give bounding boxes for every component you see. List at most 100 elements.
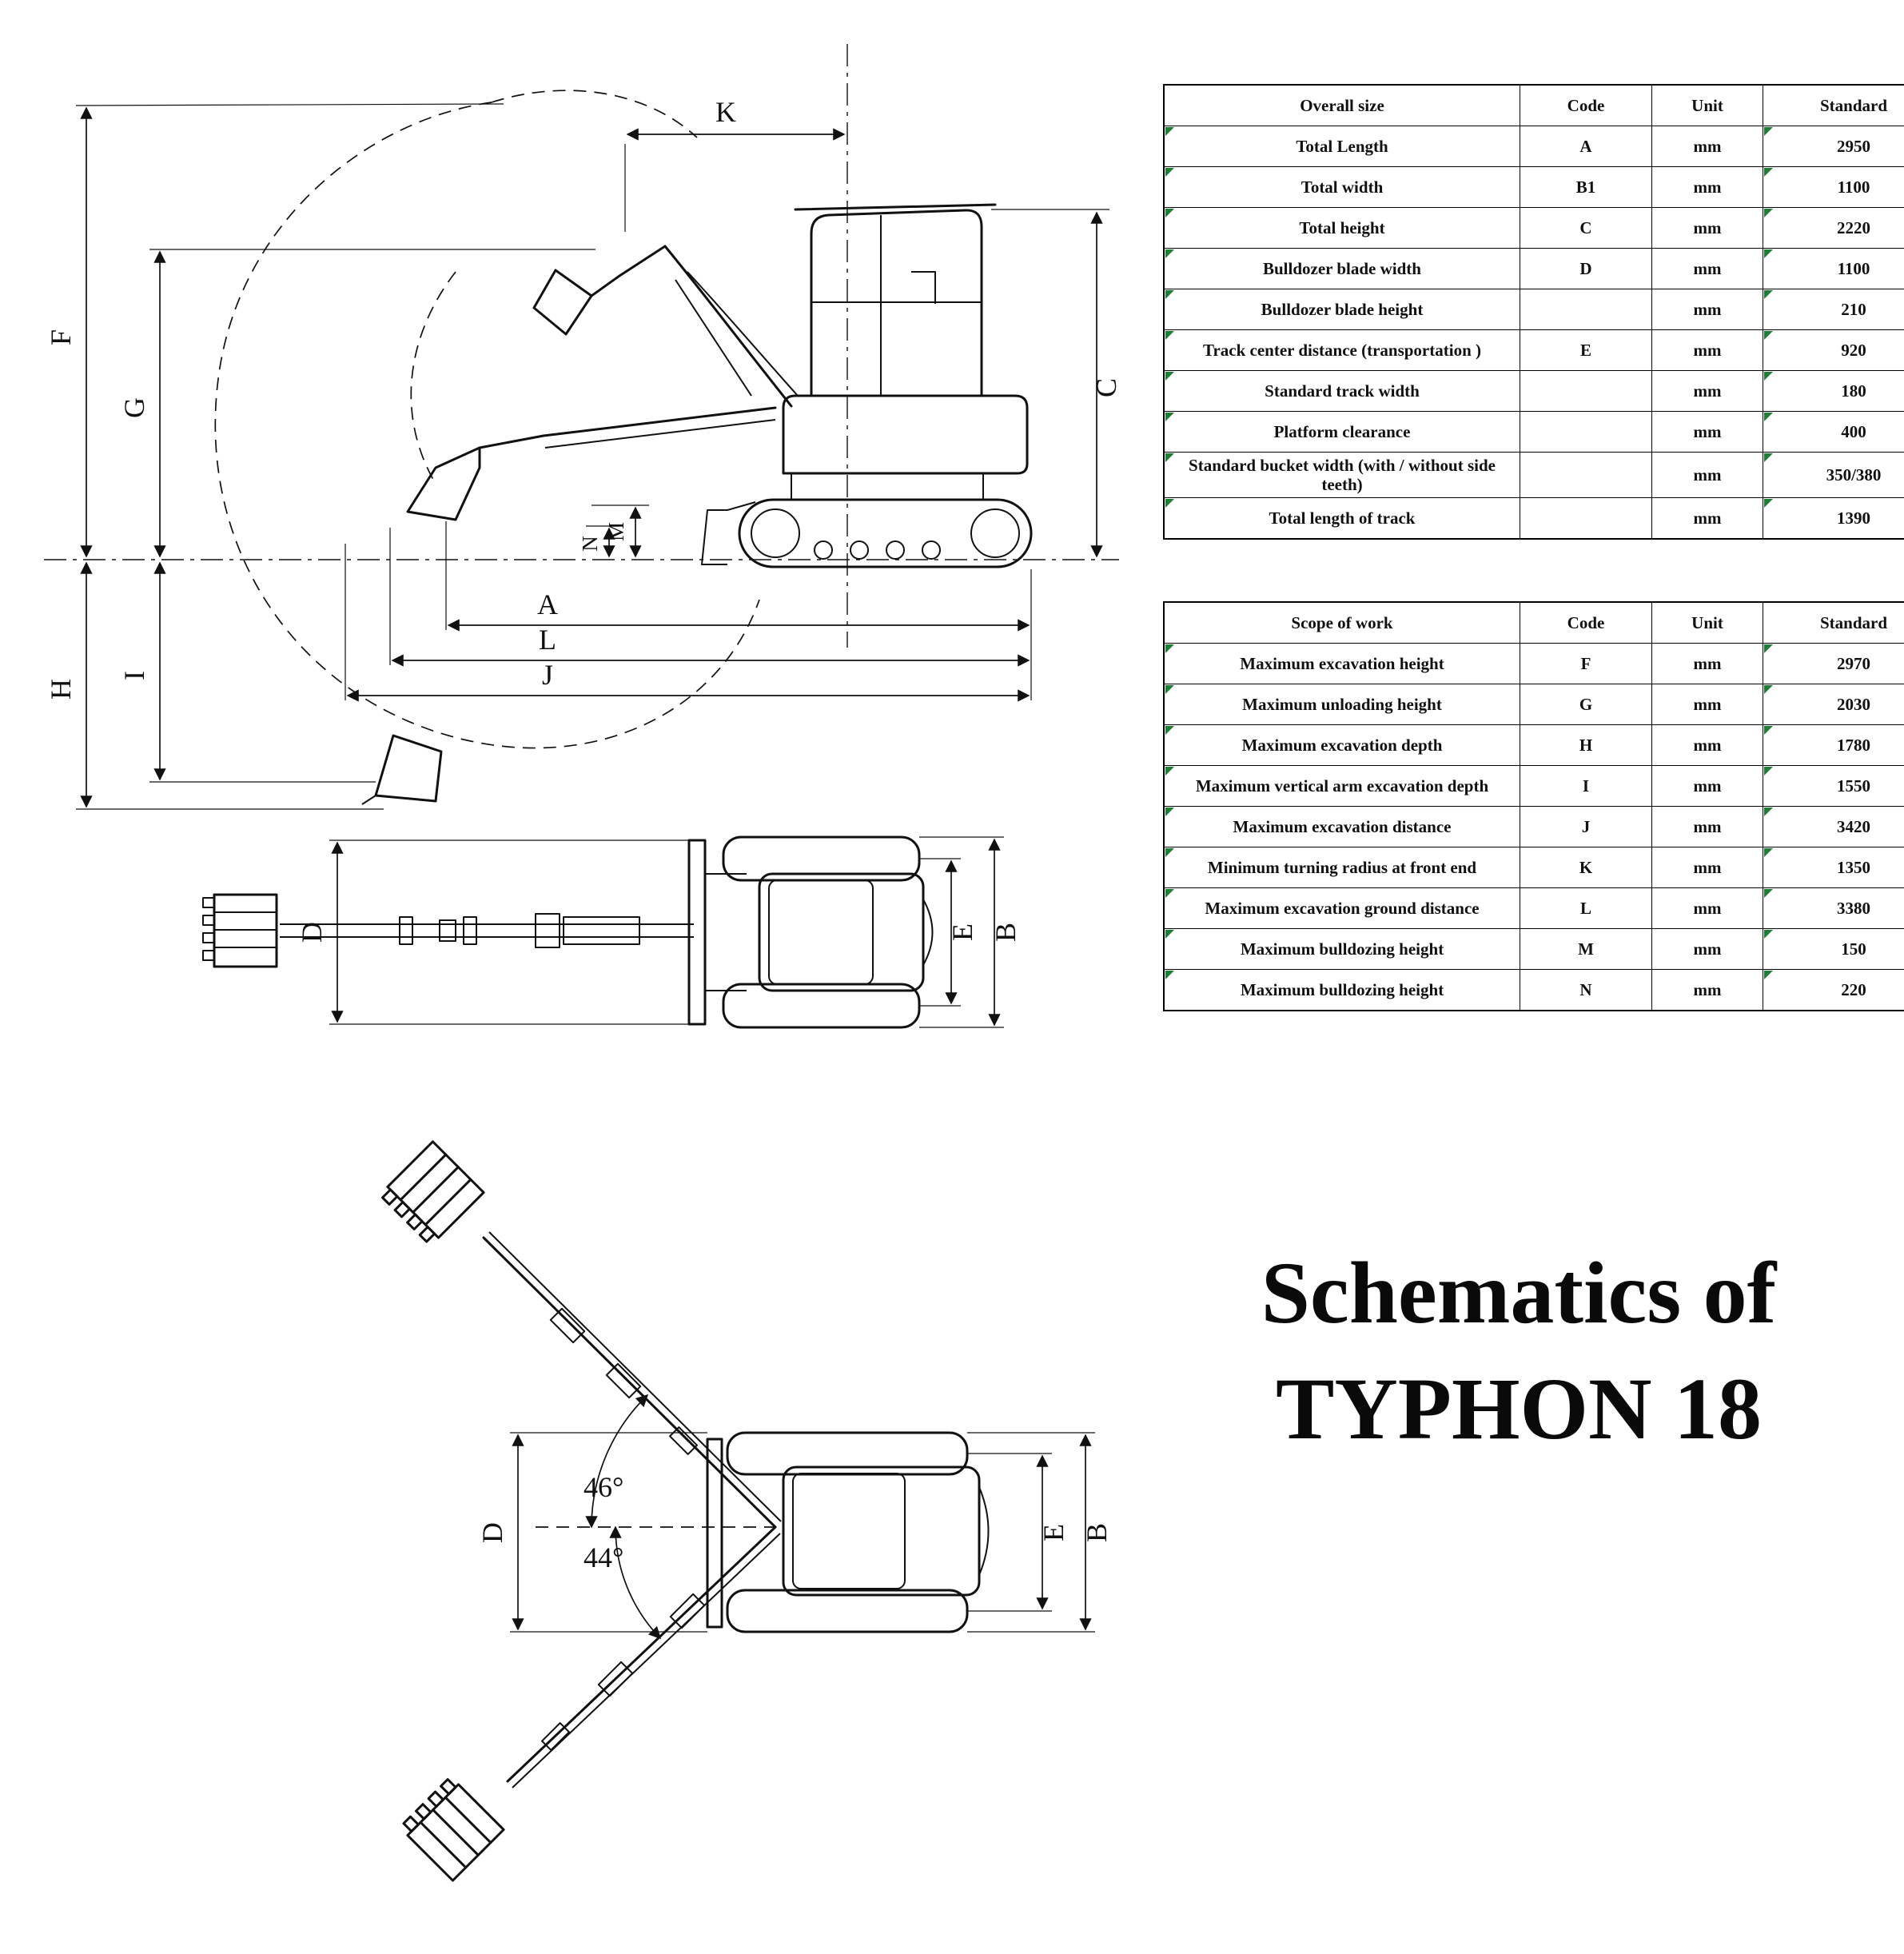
table-cell: 1100	[1763, 166, 1904, 208]
dim-label-m: M	[604, 522, 628, 541]
table-cell: mm	[1651, 207, 1763, 249]
table-cell: Total Length	[1163, 126, 1520, 167]
table-cell: D	[1520, 248, 1652, 289]
upper-bucket	[381, 1140, 485, 1243]
table-cell: L	[1520, 887, 1652, 929]
column-header: Overall size	[1163, 84, 1520, 126]
dim-label-k: K	[715, 96, 736, 128]
table-cell: I	[1520, 765, 1652, 807]
table-cell: 2220	[1763, 207, 1904, 249]
table-cell: H	[1520, 724, 1652, 766]
dim-label-d: D	[296, 922, 328, 943]
swing-view-drawing: 46° 44° D E B	[381, 1140, 1113, 1882]
table-cell: 3380	[1763, 887, 1904, 929]
dim-label-i: I	[118, 671, 150, 680]
dim-label-h: H	[45, 679, 77, 700]
column-header: Unit	[1651, 84, 1763, 126]
top-view-dimensions: D E B	[296, 836, 1022, 1028]
table-cell: mm	[1651, 765, 1763, 807]
column-header: Code	[1520, 601, 1652, 644]
dim-label-j: J	[542, 659, 553, 691]
table-cell: Maximum excavation distance	[1163, 806, 1520, 847]
table-cell: Total height	[1163, 207, 1520, 249]
table-cell: E	[1520, 329, 1652, 371]
table-cell: 1550	[1763, 765, 1904, 807]
table-cell: mm	[1651, 370, 1763, 412]
swing-angles: 46° 44°	[536, 1336, 776, 1702]
table-cell: mm	[1651, 451, 1763, 499]
side-view-dimensions: F G H I K C M	[45, 96, 1122, 810]
table-cell: 180	[1763, 370, 1904, 412]
table-cell: J	[1520, 806, 1652, 847]
table-cell: mm	[1651, 289, 1763, 330]
table-cell: 150	[1763, 928, 1904, 970]
title-line-2: TYPHON 18	[1275, 1360, 1763, 1458]
lower-bucket	[402, 1778, 505, 1882]
table-cell: Bulldozer blade height	[1163, 289, 1520, 330]
dim-label-f: F	[45, 329, 77, 345]
table-cell: 1350	[1763, 847, 1904, 888]
dim-label-d2: D	[476, 1522, 508, 1543]
table-cell: mm	[1651, 847, 1763, 888]
dim-label-e2: E	[1038, 1524, 1070, 1541]
schematic-title: Schematics of TYPHON 18	[1143, 1235, 1894, 1467]
center-lines	[44, 44, 1119, 648]
table-cell: K	[1520, 847, 1652, 888]
table-cell: 210	[1763, 289, 1904, 330]
table-cell: Total width	[1163, 166, 1520, 208]
table-cell: mm	[1651, 724, 1763, 766]
excavator-top-view	[202, 835, 934, 1029]
table-cell: Maximum excavation depth	[1163, 724, 1520, 766]
table-cell: mm	[1651, 806, 1763, 847]
working-envelope	[214, 90, 760, 749]
table-cell: B1	[1520, 166, 1652, 208]
table-cell: M	[1520, 928, 1652, 970]
column-header: Code	[1520, 84, 1652, 126]
table-cell: 2030	[1763, 684, 1904, 725]
table-cell: Maximum bulldozing height	[1163, 928, 1520, 970]
table-cell: mm	[1651, 684, 1763, 725]
table-cell	[1520, 411, 1652, 453]
table-cell: C	[1520, 207, 1652, 249]
dim-label-c: C	[1090, 378, 1122, 397]
table-cell: 3420	[1763, 806, 1904, 847]
table-cell: Maximum bulldozing height	[1163, 969, 1520, 1011]
dim-label-b2: B	[1081, 1523, 1113, 1542]
table-cell: 400	[1763, 411, 1904, 453]
table-cell: Platform clearance	[1163, 411, 1520, 453]
table-cell	[1520, 451, 1652, 499]
table-cell: Bulldozer blade width	[1163, 248, 1520, 289]
table-cell: mm	[1651, 497, 1763, 540]
dim-label-a: A	[537, 588, 558, 620]
table-cell: 920	[1763, 329, 1904, 371]
column-header: Scope of work	[1163, 601, 1520, 644]
table-cell: Maximum excavation height	[1163, 643, 1520, 684]
table-cell: 220	[1763, 969, 1904, 1011]
dim-label-n: N	[578, 536, 602, 552]
dim-label-l: L	[539, 624, 556, 656]
table-cell: mm	[1651, 166, 1763, 208]
table-cell: mm	[1651, 928, 1763, 970]
dim-label-g: G	[118, 397, 150, 418]
title-line-1: Schematics of	[1261, 1244, 1777, 1342]
column-header: Standard	[1763, 84, 1904, 126]
table-cell: 1390	[1763, 497, 1904, 540]
table-cell: G	[1520, 684, 1652, 725]
table-cell: Standard track width	[1163, 370, 1520, 412]
table-cell: F	[1520, 643, 1652, 684]
table-cell: 1780	[1763, 724, 1904, 766]
